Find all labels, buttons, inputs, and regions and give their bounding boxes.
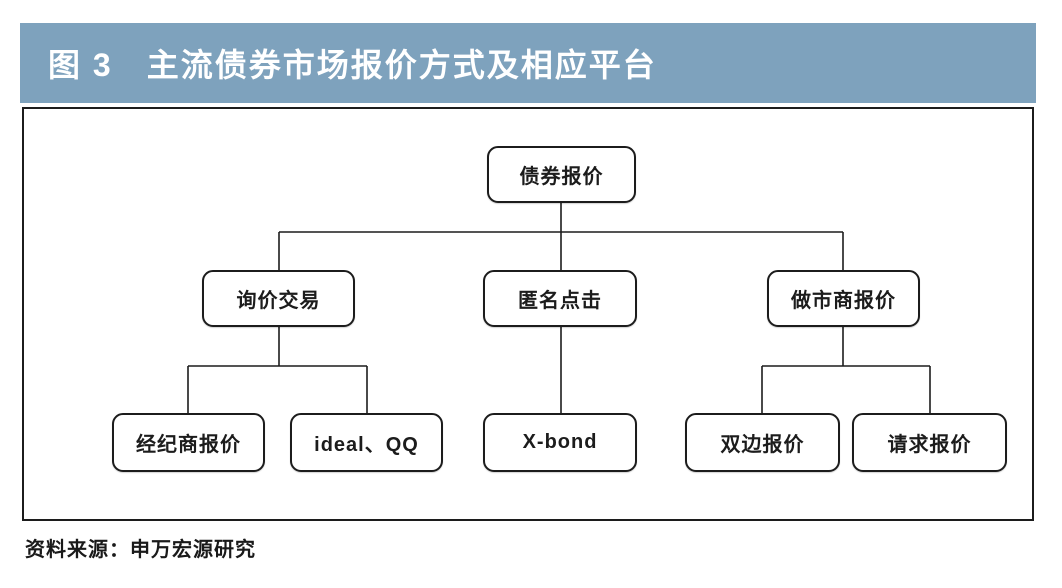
node-ideal-qq-label: ideal、QQ bbox=[314, 434, 419, 456]
node-bilateral-quote-label: 双边报价 bbox=[720, 434, 805, 456]
node-inquiry-trading-label: 询价交易 bbox=[236, 290, 321, 312]
source-note: 资料来源：申万宏源研究 bbox=[25, 539, 256, 561]
node-request-quote: 请求报价 bbox=[852, 413, 1007, 472]
node-ideal-qq: ideal、QQ bbox=[290, 413, 443, 472]
node-bilateral-quote: 双边报价 bbox=[685, 413, 840, 472]
node-market-maker-quote: 做市商报价 bbox=[767, 270, 920, 327]
node-market-maker-quote-label: 做市商报价 bbox=[791, 290, 896, 312]
node-broker-quote-label: 经纪商报价 bbox=[136, 434, 241, 456]
node-x-bond: X-bond bbox=[483, 413, 637, 472]
node-request-quote-label: 请求报价 bbox=[887, 434, 972, 456]
node-x-bond-label: X-bond bbox=[522, 431, 598, 453]
node-bond-quote: 债券报价 bbox=[487, 146, 636, 203]
node-anonymous-click-label: 匿名点击 bbox=[518, 290, 602, 312]
node-broker-quote: 经纪商报价 bbox=[112, 413, 265, 472]
node-bond-quote-label: 债券报价 bbox=[519, 166, 604, 188]
figure-title: 图 3 主流债券市场报价方式及相应平台 bbox=[48, 47, 657, 83]
figure-title-bar: 图 3 主流债券市场报价方式及相应平台 bbox=[20, 23, 1036, 103]
node-anonymous-click: 匿名点击 bbox=[483, 270, 637, 327]
node-inquiry-trading: 询价交易 bbox=[202, 270, 355, 327]
